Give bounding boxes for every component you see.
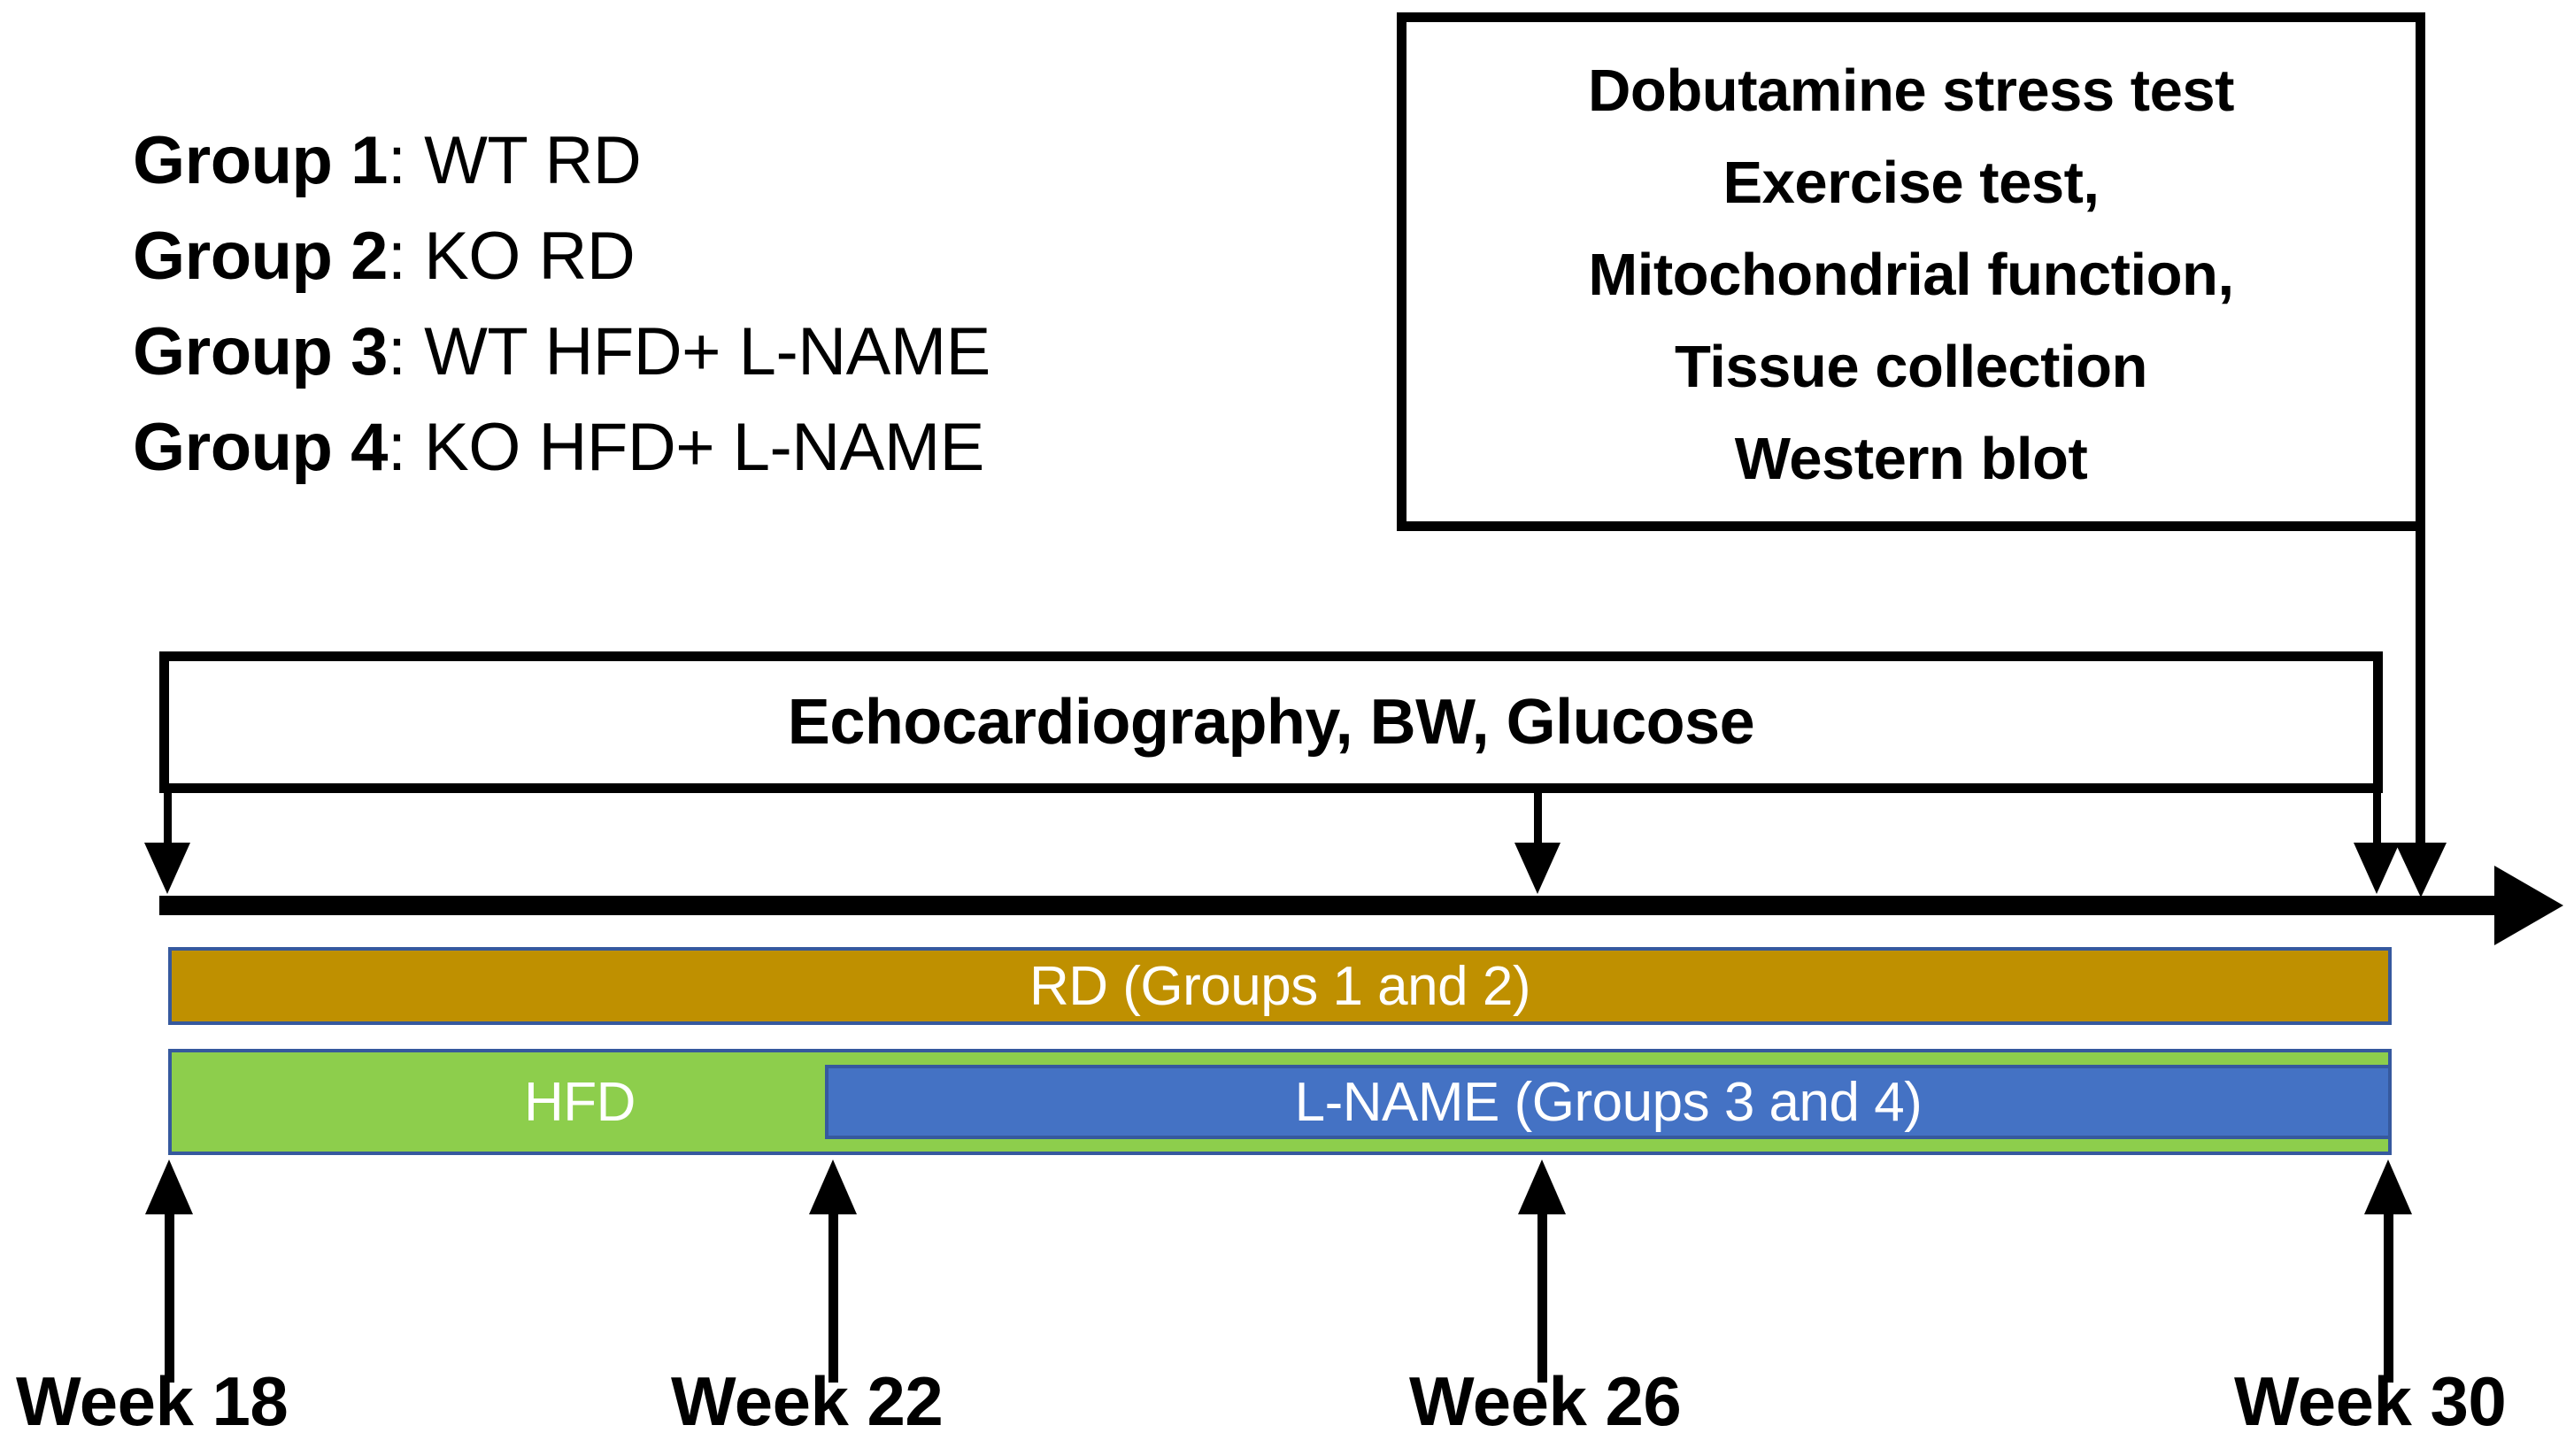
echo-arrow-head-week30-icon: [2354, 843, 2400, 894]
assay-connector-arrow-icon: [2395, 843, 2447, 897]
week-label-30: Week 30: [2234, 1362, 2507, 1440]
echo-arrow-head-week26-icon: [1514, 843, 1561, 894]
group-legend-item-suffix: : KO RD: [387, 219, 636, 294]
assay-connector-line: [2416, 531, 2425, 857]
group-legend: Group 1: WT RD Group 2: KO RD Group 3: W…: [133, 113, 1328, 496]
echo-arrow-stem-week18: [164, 793, 172, 848]
assay-box: Dobutamine stress test Exercise test, Mi…: [1397, 12, 2425, 531]
echo-arrow-stem-week30: [2373, 793, 2381, 848]
track-lname: L-NAME (Groups 3 and 4): [825, 1065, 2392, 1139]
week-marker-arrow-26-icon: [1518, 1159, 1566, 1214]
timeline-axis: [159, 896, 2514, 915]
echo-arrow-stem-week26: [1534, 793, 1542, 848]
group-legend-item-suffix: : WT RD: [387, 123, 642, 198]
week-marker-stem-26: [1537, 1213, 1547, 1383]
assay-list: Dobutamine stress test Exercise test, Mi…: [1406, 45, 2416, 505]
timeline-arrow-icon: [2494, 866, 2563, 945]
track-lname-label: L-NAME (Groups 3 and 4): [1294, 1071, 1923, 1133]
week-label-22: Week 22: [671, 1362, 944, 1440]
week-marker-stem-18: [165, 1213, 174, 1383]
week-marker-stem-30: [2384, 1213, 2393, 1383]
group-legend-item: Group 4: KO HFD+ L-NAME: [133, 400, 1328, 496]
group-legend-item: Group 3: WT HFD+ L-NAME: [133, 304, 1328, 400]
assay-item: Mitochondrial function,: [1588, 242, 2234, 308]
group-legend-item-prefix: Group 1: [133, 123, 388, 198]
group-legend-item-suffix: : WT HFD+ L-NAME: [387, 314, 990, 389]
week-label-18: Week 18: [16, 1362, 289, 1440]
assay-item: Western blot: [1734, 426, 2088, 492]
week-marker-arrow-30-icon: [2364, 1159, 2412, 1214]
track-hfd-label: HFD: [524, 1071, 636, 1133]
week-marker-arrow-22-icon: [809, 1159, 857, 1214]
echo-box: Echocardiography, BW, Glucose: [159, 651, 2383, 793]
echo-arrow-head-week18-icon: [144, 843, 190, 894]
week-marker-arrow-18-icon: [145, 1159, 193, 1214]
assay-item: Exercise test,: [1722, 150, 2100, 216]
group-legend-item-prefix: Group 2: [133, 219, 388, 294]
echo-box-label: Echocardiography, BW, Glucose: [787, 687, 1755, 758]
group-legend-item: Group 2: KO RD: [133, 209, 1328, 304]
assay-item: Dobutamine stress test: [1588, 58, 2234, 124]
group-legend-item-prefix: Group 3: [133, 314, 388, 389]
week-label-26: Week 26: [1409, 1362, 1682, 1440]
track-rd-label: RD (Groups 1 and 2): [1029, 955, 1530, 1017]
track-rd: RD (Groups 1 and 2): [168, 947, 2392, 1025]
group-legend-item: Group 1: WT RD: [133, 113, 1328, 209]
group-legend-item-prefix: Group 4: [133, 410, 388, 485]
assay-item: Tissue collection: [1675, 334, 2147, 400]
group-legend-item-suffix: : KO HFD+ L-NAME: [387, 410, 985, 485]
week-marker-stem-22: [828, 1213, 838, 1383]
